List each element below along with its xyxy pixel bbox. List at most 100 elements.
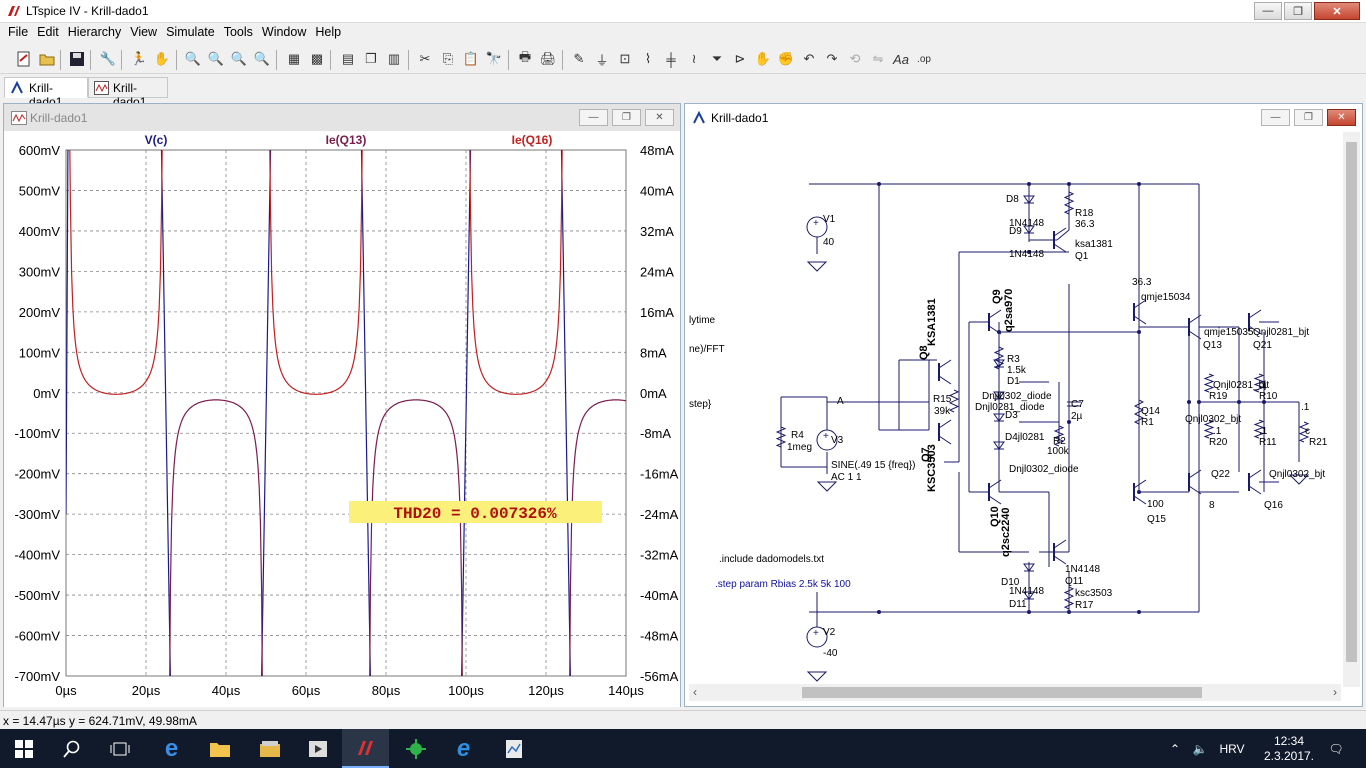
pan-icon[interactable]: 🔍 xyxy=(207,51,225,66)
waveform-close-button[interactable]: ✕ xyxy=(645,109,674,126)
redo-icon[interactable]: ↷ xyxy=(826,51,838,66)
component-icon[interactable]: ⊳ xyxy=(734,51,746,66)
new-schematic-icon[interactable] xyxy=(14,49,34,69)
search-button[interactable] xyxy=(48,729,95,768)
volume-icon[interactable]: 🔈 xyxy=(1192,741,1208,756)
tile-vertical-icon[interactable]: ▥ xyxy=(387,51,401,66)
tile-horizontal-icon[interactable]: ▤ xyxy=(341,51,355,66)
waveform-minimize-button[interactable]: — xyxy=(579,109,608,126)
menu-view[interactable]: View xyxy=(130,25,158,39)
language-indicator[interactable]: HRV xyxy=(1219,741,1245,756)
menu-window[interactable]: Window xyxy=(261,25,307,39)
zoom-full-icon[interactable]: 🔍 xyxy=(253,51,271,66)
wire-junction xyxy=(1067,610,1071,614)
menu-edit[interactable]: Edit xyxy=(37,25,59,39)
copy-icon[interactable]: ⎘ xyxy=(442,51,454,66)
move-icon[interactable]: ✋ xyxy=(754,51,772,66)
component-label: Q1 xyxy=(1075,251,1089,262)
y-tick-label-right: -32mA xyxy=(640,548,679,563)
y-tick-label-left: -300mV xyxy=(14,507,60,522)
cut-icon[interactable]: ✂ xyxy=(419,51,431,66)
transistor-emitter xyxy=(1053,243,1067,253)
component-label: D3 xyxy=(1005,410,1018,421)
component-label: R17 xyxy=(1075,600,1094,611)
zoom-out-icon[interactable]: 🔍 xyxy=(230,51,248,66)
capacitor-icon[interactable]: ╪ xyxy=(666,51,676,67)
drag-icon[interactable]: ✊ xyxy=(777,51,795,66)
schematic-close-button[interactable]: ✕ xyxy=(1327,109,1356,126)
save-icon[interactable] xyxy=(67,49,87,69)
scroll-right-icon[interactable]: › xyxy=(1333,685,1337,699)
run-icon[interactable]: 🏃 xyxy=(130,51,148,66)
label-net-icon[interactable]: ⊡ xyxy=(619,51,631,66)
minimize-button[interactable]: — xyxy=(1254,2,1282,20)
resistor-symbol xyxy=(1063,586,1075,610)
restore-button[interactable]: ❐ xyxy=(1284,2,1312,20)
y-tick-label-left: 0mV xyxy=(33,386,60,401)
schematic-minimize-button[interactable]: — xyxy=(1261,109,1290,126)
tray-expand-icon[interactable]: ⌃ xyxy=(1169,741,1181,756)
paste-icon[interactable]: 📋 xyxy=(462,51,480,66)
print-setup-icon[interactable]: 🖶 xyxy=(518,49,532,64)
wire-junction xyxy=(877,182,881,186)
ie-taskbar-button[interactable]: e xyxy=(440,729,487,768)
app-taskbar-button-3[interactable] xyxy=(392,729,439,768)
zoom-in-icon[interactable]: 🔍 xyxy=(184,51,202,66)
menu-simulate[interactable]: Simulate xyxy=(166,25,215,39)
open-icon[interactable] xyxy=(37,49,57,69)
start-button[interactable] xyxy=(0,729,47,768)
ltspice-taskbar-button[interactable] xyxy=(342,729,389,768)
y-tick-label-left: -200mV xyxy=(14,467,60,482)
spice-directive-icon[interactable]: .op xyxy=(917,53,931,65)
edge-taskbar-button[interactable]: e xyxy=(148,729,195,768)
x-tick-label: 140µs xyxy=(608,683,644,698)
vertical-scroll-thumb[interactable] xyxy=(1346,142,1357,662)
tab-schematic[interactable]: Krill-dado1 xyxy=(4,77,88,109)
tab-waveform[interactable]: Krill-dado1 xyxy=(88,77,168,109)
waveform-restore-button[interactable]: ❐ xyxy=(612,109,641,126)
app-taskbar-button-2[interactable] xyxy=(294,729,341,768)
app-taskbar-button-4[interactable] xyxy=(490,729,537,768)
schematic-horizontal-scrollbar[interactable]: ‹ › xyxy=(689,684,1341,701)
grid-icon[interactable]: ▩ xyxy=(310,51,324,66)
halt-icon[interactable]: ✋ xyxy=(153,51,171,66)
y-tick-label-left: 500mV xyxy=(19,183,61,198)
app-taskbar-button-1[interactable] xyxy=(246,729,293,768)
draw-wire-icon[interactable]: ✎ xyxy=(573,51,585,66)
horizontal-scroll-thumb[interactable] xyxy=(802,687,1202,698)
x-tick-label: 60µs xyxy=(292,683,321,698)
close-button[interactable]: ✕ xyxy=(1314,2,1360,20)
control-panel-icon[interactable]: 🔧 xyxy=(99,51,117,66)
component-label: 40 xyxy=(823,237,835,248)
ground-icon[interactable]: ⏚ xyxy=(595,52,609,68)
menu-tools[interactable]: Tools xyxy=(223,25,253,39)
menu-help[interactable]: Help xyxy=(315,25,342,39)
task-view-button[interactable] xyxy=(96,729,143,768)
autorange-icon[interactable]: ▦ xyxy=(287,51,301,66)
diode-icon[interactable]: ⏷ xyxy=(711,51,723,66)
waveform-plot[interactable]: 600mV500mV400mV300mV200mV100mV0mV-100mV-… xyxy=(4,131,680,707)
clock[interactable]: 12:34 2.3.2017. xyxy=(1254,729,1324,768)
explorer-taskbar-button[interactable] xyxy=(196,729,243,768)
text-icon[interactable]: Aa xyxy=(893,51,909,67)
component-label: 8 xyxy=(1209,500,1215,511)
voltage-source-symbol xyxy=(806,216,828,238)
undo-icon[interactable]: ↶ xyxy=(803,51,815,66)
resistor-icon[interactable]: ⌇ xyxy=(644,51,652,66)
schematic-restore-button[interactable]: ❐ xyxy=(1294,109,1323,126)
cascade-icon[interactable]: ❐ xyxy=(365,51,377,66)
inductor-icon[interactable]: ≀ xyxy=(691,51,697,66)
rotate-icon[interactable]: ⟲ xyxy=(849,51,861,66)
scroll-left-icon[interactable]: ‹ xyxy=(693,685,697,699)
task-view-icon xyxy=(110,742,129,755)
find-icon[interactable]: 🔭 xyxy=(485,51,503,66)
menu-hierarchy[interactable]: Hierarchy xyxy=(67,25,122,39)
notifications-icon[interactable]: 🗨 xyxy=(1328,741,1344,756)
component-label: R2 xyxy=(1053,436,1066,447)
menu-file[interactable]: File xyxy=(8,25,29,39)
print-icon[interactable]: 🖨 xyxy=(539,51,557,66)
document-icon xyxy=(505,739,522,758)
schematic-vertical-scrollbar[interactable] xyxy=(1343,132,1360,687)
mirror-icon[interactable]: ⇋ xyxy=(872,51,884,66)
